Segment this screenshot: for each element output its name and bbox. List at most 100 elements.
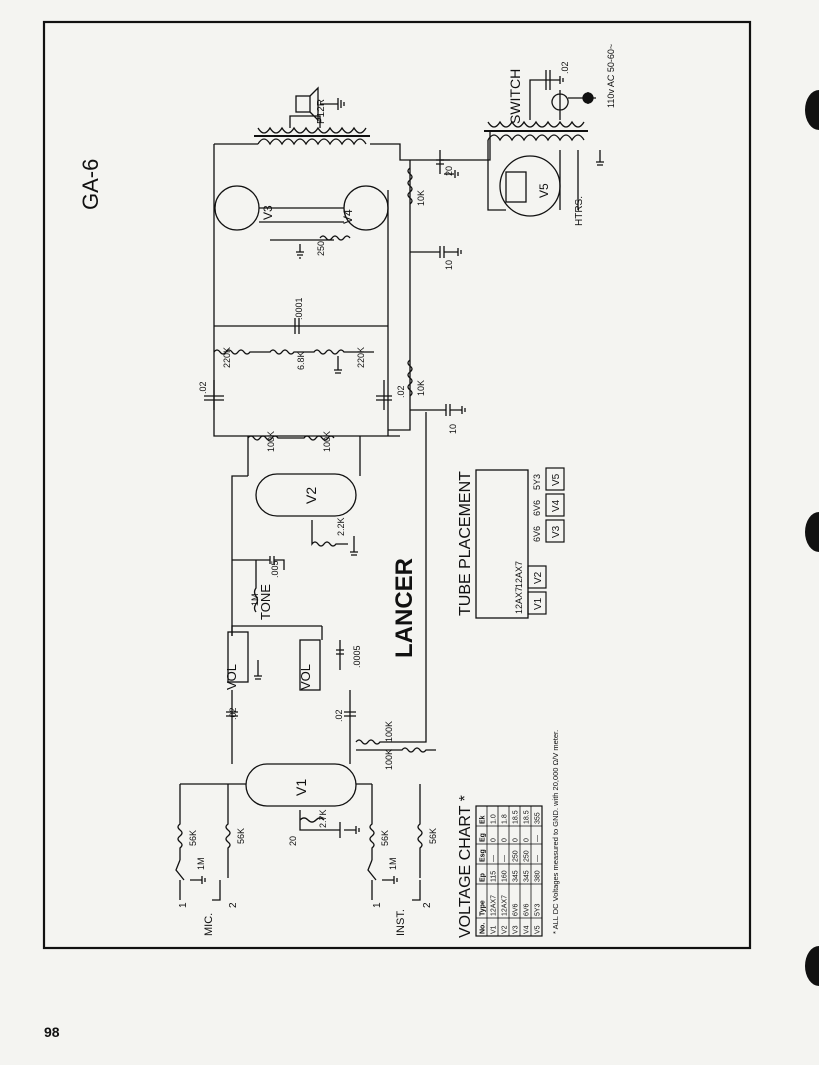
voltage-table-cell: 6V6 (513, 903, 520, 916)
voltage-table-cell: V1 (491, 925, 498, 934)
control-label-vol-2: VOL (298, 664, 313, 690)
jack-pin-1-inst: 1 (372, 902, 383, 908)
tube-label-v4: V4 (341, 209, 355, 224)
mic-input-label: MIC. (203, 913, 215, 936)
voltage-table-header: Type (480, 900, 487, 916)
tube-slot-v2 (527, 565, 547, 589)
label-grid-resistor-inst: 56K (380, 830, 390, 846)
tube-slot-id: V5 (551, 473, 562, 486)
speaker-cone (309, 86, 319, 122)
bias-resistor (319, 235, 351, 241)
voltage-table-cell: 380 (535, 870, 542, 882)
voltage-chart-title: VOLTAGE CHART * (457, 795, 474, 938)
voltage-table-cell: 12AX7 (491, 895, 498, 916)
tube-label-v2: V2 (303, 487, 319, 504)
voltage-table-cell: V5 (535, 925, 542, 934)
voltage-table-header: Ep (480, 873, 487, 882)
tube-placement-title: TUBE PLACEMENT (457, 471, 474, 616)
label-v2-plate-1: 100K (266, 431, 276, 452)
label-bias-resistor: 250 (316, 241, 326, 256)
binder-tab-marker (805, 90, 819, 130)
pi-cap (214, 318, 388, 334)
tube-v3 (214, 185, 260, 231)
tube-label-v1: V1 (293, 779, 309, 796)
power-label: 110v AC 50-60~ (606, 44, 616, 108)
jack-pin-2-inst: 2 (422, 902, 433, 908)
v2-plate-resistors (247, 435, 335, 441)
voltage-table-cell: 250 (524, 850, 531, 862)
tube-slot-v4 (545, 493, 565, 517)
tube-slot-type: 6V6 (532, 500, 542, 516)
tube-chassis-outline (475, 469, 529, 619)
diagram-labels: GA-6 P12R V3 V4 V2 V1 V5 SWITCH 110v AC … (78, 44, 616, 936)
voltage-table-cell: 345 (524, 870, 531, 882)
label-cathode-resistor: 2.7K (318, 809, 328, 828)
tube-v1 (245, 763, 357, 807)
voltage-table-cell: 355 (535, 812, 542, 824)
label-grid-leak-inst: 1M (388, 857, 398, 870)
tube-slot-v5 (545, 467, 565, 491)
heaters-label: HTRS. (574, 196, 585, 226)
label-line-cap-1: .02 (198, 381, 208, 394)
wiring (175, 70, 604, 901)
voltage-table-cell: 1.0 (491, 814, 498, 824)
page-number: 98 (44, 1024, 60, 1040)
tube-slot-type: 12AX7 (514, 587, 524, 614)
voltage-table-cell: 115 (491, 871, 498, 882)
voltage-table-cell: 12AX7 (502, 895, 509, 916)
power-transformer-secondary (487, 134, 585, 142)
voltage-table-cell: 1.8 (502, 814, 509, 824)
voltage-table-cell: 6V6 (524, 903, 531, 916)
label-coupling-cap-2: .02 (334, 709, 344, 722)
tube-placement: TUBE PLACEMENT V112AX7V212AX7V36V6V46V6V… (457, 467, 565, 619)
control-label-vol-1: VOL (224, 664, 239, 690)
voltage-chart: VOLTAGE CHART * No.TypeEpEsgEgEkV112AX71… (457, 730, 560, 938)
binder-tab-marker (805, 946, 819, 986)
voltage-table-cell: — (502, 855, 509, 862)
voltage-table-cell: 345 (513, 870, 520, 882)
jack-pin-2-mic: 2 (228, 902, 239, 908)
filter-resistor-1 (407, 167, 413, 205)
tube-slot-type: 12AX7 (514, 561, 524, 588)
control-label-tone: TONE (258, 584, 273, 620)
vol-pot-2 (299, 639, 321, 691)
output-transformer-primary (257, 138, 367, 146)
jack-pin-1-mic: 1 (178, 902, 189, 908)
voltage-table-cell: V3 (513, 925, 520, 934)
tube-label-v3: V3 (261, 205, 275, 220)
binder-tab-marker (805, 512, 819, 552)
voltage-table-cell: 160 (502, 870, 509, 882)
filter-cap-c (445, 404, 466, 416)
tube-slot-type: 5Y3 (532, 474, 542, 490)
label-filter-resistor-1: 10K (416, 190, 426, 206)
voltage-table-header: No. (480, 923, 487, 934)
voltage-table-cell: 0 (502, 838, 509, 842)
voltage-table-cell: — (491, 855, 498, 862)
label-filter-cap-a: 20 (444, 166, 454, 176)
label-line-cap-2: .02 (396, 385, 406, 398)
schematic-border (42, 20, 752, 950)
switch-label: SWITCH (507, 69, 523, 124)
voltage-table-cell: 250 (513, 850, 520, 862)
tube-slot-type: 6V6 (532, 526, 542, 542)
voltage-table-header: Esg (480, 849, 487, 862)
tube-slot-id: V4 (551, 499, 562, 512)
label-filter-resistor-2: 10K (416, 380, 426, 396)
label-switch-cap: .02 (560, 61, 570, 74)
label-cathode-cap: 20 (288, 836, 298, 846)
label-mixer-resistor-2: 100K (384, 749, 394, 770)
lancer-logo: LANCER (391, 558, 418, 658)
label-v2-cathode: 2.2K (336, 517, 346, 536)
voltage-table-header: Eg (480, 833, 487, 842)
label-tone-cap: .005 (270, 560, 280, 578)
voltage-table-cell: V2 (502, 925, 509, 934)
voltage-table-cell: 18.5 (513, 810, 520, 824)
voltage-table-cell: 18.5 (524, 810, 531, 824)
output-transformer-secondary (257, 126, 367, 134)
voltage-table-cell: — (535, 855, 542, 862)
vol-pot-1 (227, 631, 249, 683)
filter-resistor-2 (407, 359, 413, 397)
label-mix-cap: .0005 (352, 645, 362, 668)
